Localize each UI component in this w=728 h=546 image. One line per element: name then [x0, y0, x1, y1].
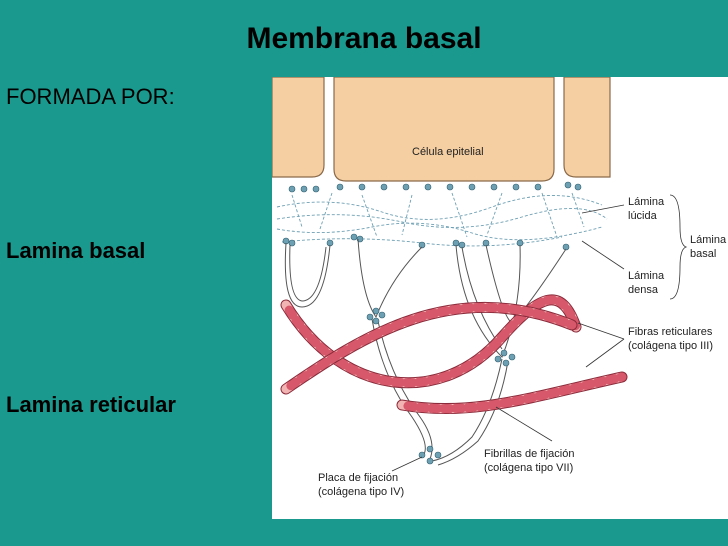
slide-title: Membrana basal [246, 22, 482, 55]
reticular-fibers [280, 294, 628, 415]
fibrillas-label-2: (colágena tipo VII) [484, 462, 573, 474]
lamina-basal-fig-label-1: Lámina [690, 234, 727, 246]
placa-label-2: (colágena tipo IV) [318, 486, 404, 498]
formada-por-label: FORMADA POR: [6, 84, 175, 109]
lamina-lucida-label-1: Lámina [628, 196, 665, 208]
fibras-label-1: Fibras reticulares [628, 326, 713, 338]
epithelial-cells [272, 77, 611, 182]
lamina-basal-fig-label-2: basal [690, 248, 716, 260]
placa-label-1: Placa de fijación [318, 472, 398, 484]
fibras-label-2: (colágena tipo III) [628, 340, 713, 352]
lamina-lucida-network [276, 192, 608, 247]
anchoring-plaques [366, 307, 516, 465]
lamina-densa-dots [282, 233, 570, 251]
basal-membrane-diagram: Célula epitelial [272, 77, 727, 498]
lamina-basal-label: Lamina basal [6, 238, 146, 263]
lamina-densa-label-2: densa [628, 284, 659, 296]
cell-label: Célula epitelial [412, 146, 484, 158]
lamina-densa-label-1: Lámina [628, 270, 665, 282]
label-leaders [391, 194, 688, 472]
hemidesmosome-dots [288, 181, 582, 193]
fibrillas-label-1: Fibrillas de fijación [484, 448, 574, 460]
lamina-reticular-label: Lamina reticular [6, 392, 176, 417]
basal-membrane-figure: Célula epitelial [272, 77, 728, 519]
lamina-lucida-label-2: lúcida [628, 210, 658, 222]
